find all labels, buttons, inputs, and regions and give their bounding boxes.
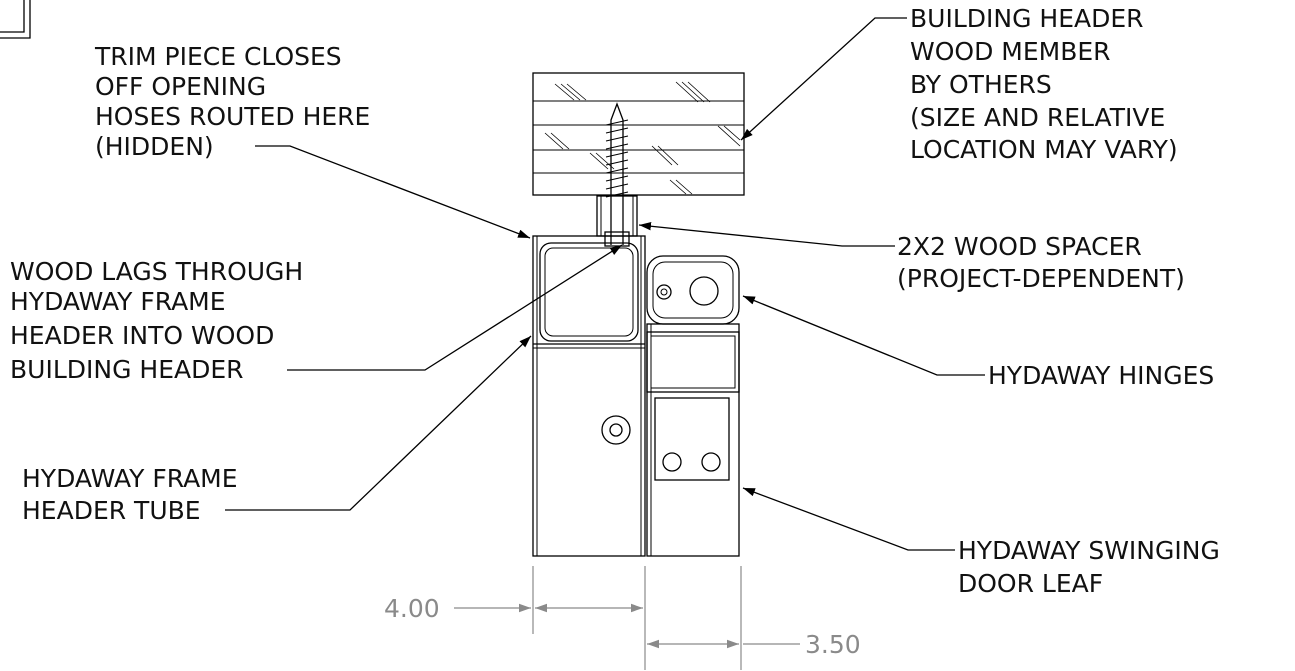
leader-wood-spacer — [638, 222, 895, 247]
leader-hinges — [742, 295, 985, 376]
svg-text:(PROJECT-DEPENDENT): (PROJECT-DEPENDENT) — [897, 264, 1185, 293]
callout-frame-header-tube: HYDAWAY FRAME HEADER TUBE — [22, 464, 238, 525]
svg-text:(SIZE AND RELATIVE: (SIZE AND RELATIVE — [910, 103, 1165, 132]
dimension-label-4-00: 4.00 — [384, 594, 440, 623]
wood-spacer-2x2 — [596, 195, 638, 237]
svg-text:TRIM PIECE CLOSES: TRIM PIECE CLOSES — [94, 42, 342, 71]
frame-bolt-hole — [601, 415, 631, 445]
leader-building-header — [740, 17, 907, 141]
leader-lines — [225, 17, 985, 551]
swinging-door-leaf — [646, 323, 740, 557]
callout-swinging-door-leaf: HYDAWAY SWINGING DOOR LEAF — [958, 536, 1220, 598]
callout-wood-lags: WOOD LAGS THROUGH HYDAWAY FRAME HEADER I… — [10, 257, 303, 384]
svg-text:HEADER TUBE: HEADER TUBE — [22, 496, 201, 525]
callout-building-header: BUILDING HEADER WOOD MEMBER BY OTHERS (S… — [910, 4, 1178, 164]
callout-hinges: HYDAWAY HINGES — [988, 361, 1214, 390]
wood-grain-hatch-marks — [544, 81, 741, 195]
svg-text:BY OTHERS: BY OTHERS — [910, 70, 1052, 99]
dimension-label-3-50: 3.50 — [805, 630, 861, 659]
svg-text:HYDAWAY HINGES: HYDAWAY HINGES — [988, 361, 1214, 390]
svg-text:HOSES ROUTED HERE: HOSES ROUTED HERE — [95, 102, 370, 131]
svg-text:(HIDDEN): (HIDDEN) — [95, 132, 214, 161]
svg-text:BUILDING HEADER: BUILDING HEADER — [910, 4, 1144, 33]
svg-text:HEADER INTO WOOD: HEADER INTO WOOD — [10, 321, 274, 350]
frame-header-tube — [532, 235, 646, 557]
svg-text:LOCATION MAY VARY): LOCATION MAY VARY) — [910, 135, 1178, 164]
hinge-knuckle — [646, 255, 740, 325]
svg-text:HYDAWAY FRAME: HYDAWAY FRAME — [10, 287, 226, 316]
leader-trim-piece — [255, 145, 531, 239]
dimension-leaf-width: 3.50 — [647, 630, 861, 659]
svg-text:WOOD LAGS THROUGH: WOOD LAGS THROUGH — [10, 257, 303, 286]
leader-wood-lags — [287, 244, 623, 371]
callout-trim-piece: TRIM PIECE CLOSES OFF OPENING HOSES ROUT… — [94, 42, 370, 161]
svg-text:OFF OPENING: OFF OPENING — [95, 72, 266, 101]
callout-wood-spacer: 2X2 WOOD SPACER (PROJECT-DEPENDENT) — [897, 232, 1185, 293]
svg-text:DOOR LEAF: DOOR LEAF — [958, 569, 1103, 598]
dimension-frame-width: 4.00 — [384, 594, 643, 623]
dimension-extension-lines — [532, 566, 742, 670]
svg-text:WOOD MEMBER: WOOD MEMBER — [910, 37, 1111, 66]
title-block-corner — [0, 0, 31, 39]
svg-text:HYDAWAY SWINGING: HYDAWAY SWINGING — [958, 536, 1220, 565]
svg-text:2X2 WOOD SPACER: 2X2 WOOD SPACER — [897, 232, 1142, 261]
svg-text:BUILDING HEADER: BUILDING HEADER — [10, 355, 244, 384]
svg-text:HYDAWAY FRAME: HYDAWAY FRAME — [22, 464, 238, 493]
leader-door-leaf — [742, 487, 955, 551]
leader-frame-header-tube — [225, 335, 532, 511]
wood-header-member — [532, 72, 745, 196]
